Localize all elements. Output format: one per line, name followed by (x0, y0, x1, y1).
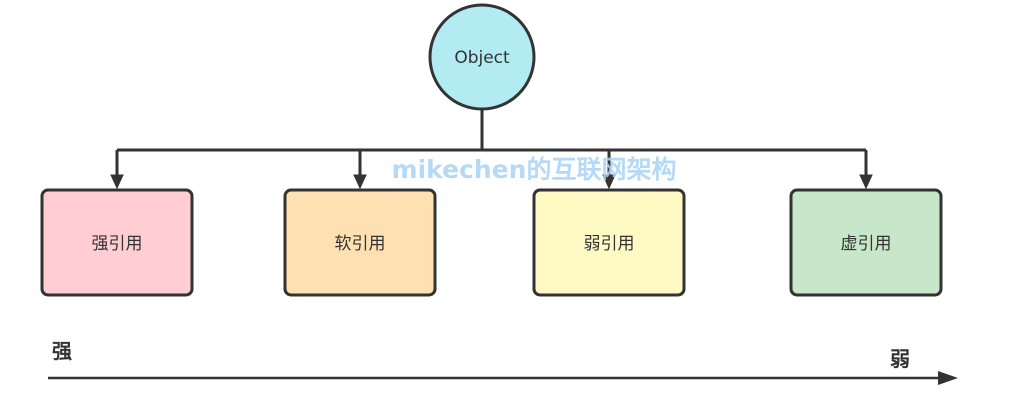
watermark: mikechen的互联网架构 (392, 155, 677, 184)
phantom-reference-node: 虚引用 (789, 188, 943, 297)
arrowhead-phantom (859, 174, 873, 190)
weak-reference-box (532, 188, 686, 297)
object-node-circle (428, 3, 536, 111)
strong-label: 强 (52, 339, 72, 363)
soft-reference-box (283, 188, 437, 297)
phantom-reference-label: 虚引用 (841, 234, 892, 254)
connectors (117, 108, 866, 152)
phantom-reference-box (789, 188, 943, 297)
weak-reference-node: 弱引用 (532, 188, 686, 297)
soft-reference-label: 软引用 (335, 234, 386, 254)
soft-reference-node: 软引用 (283, 188, 437, 297)
strong-reference-label: 强引用 (92, 234, 143, 254)
arrowhead-weak (602, 174, 616, 190)
weak-reference-label: 弱引用 (584, 234, 635, 254)
branch-arrows (110, 150, 873, 190)
strength-scale: 强 弱 (48, 339, 958, 385)
strong-reference-box (40, 188, 194, 297)
object-node: Object (428, 3, 536, 111)
weak-label: 弱 (890, 347, 910, 371)
strong-reference-node: 强引用 (40, 188, 194, 297)
arrowhead-soft (353, 174, 367, 190)
object-node-label: Object (454, 48, 510, 68)
strength-axis-arrowhead (938, 371, 958, 385)
arrowhead-strong (110, 174, 124, 190)
